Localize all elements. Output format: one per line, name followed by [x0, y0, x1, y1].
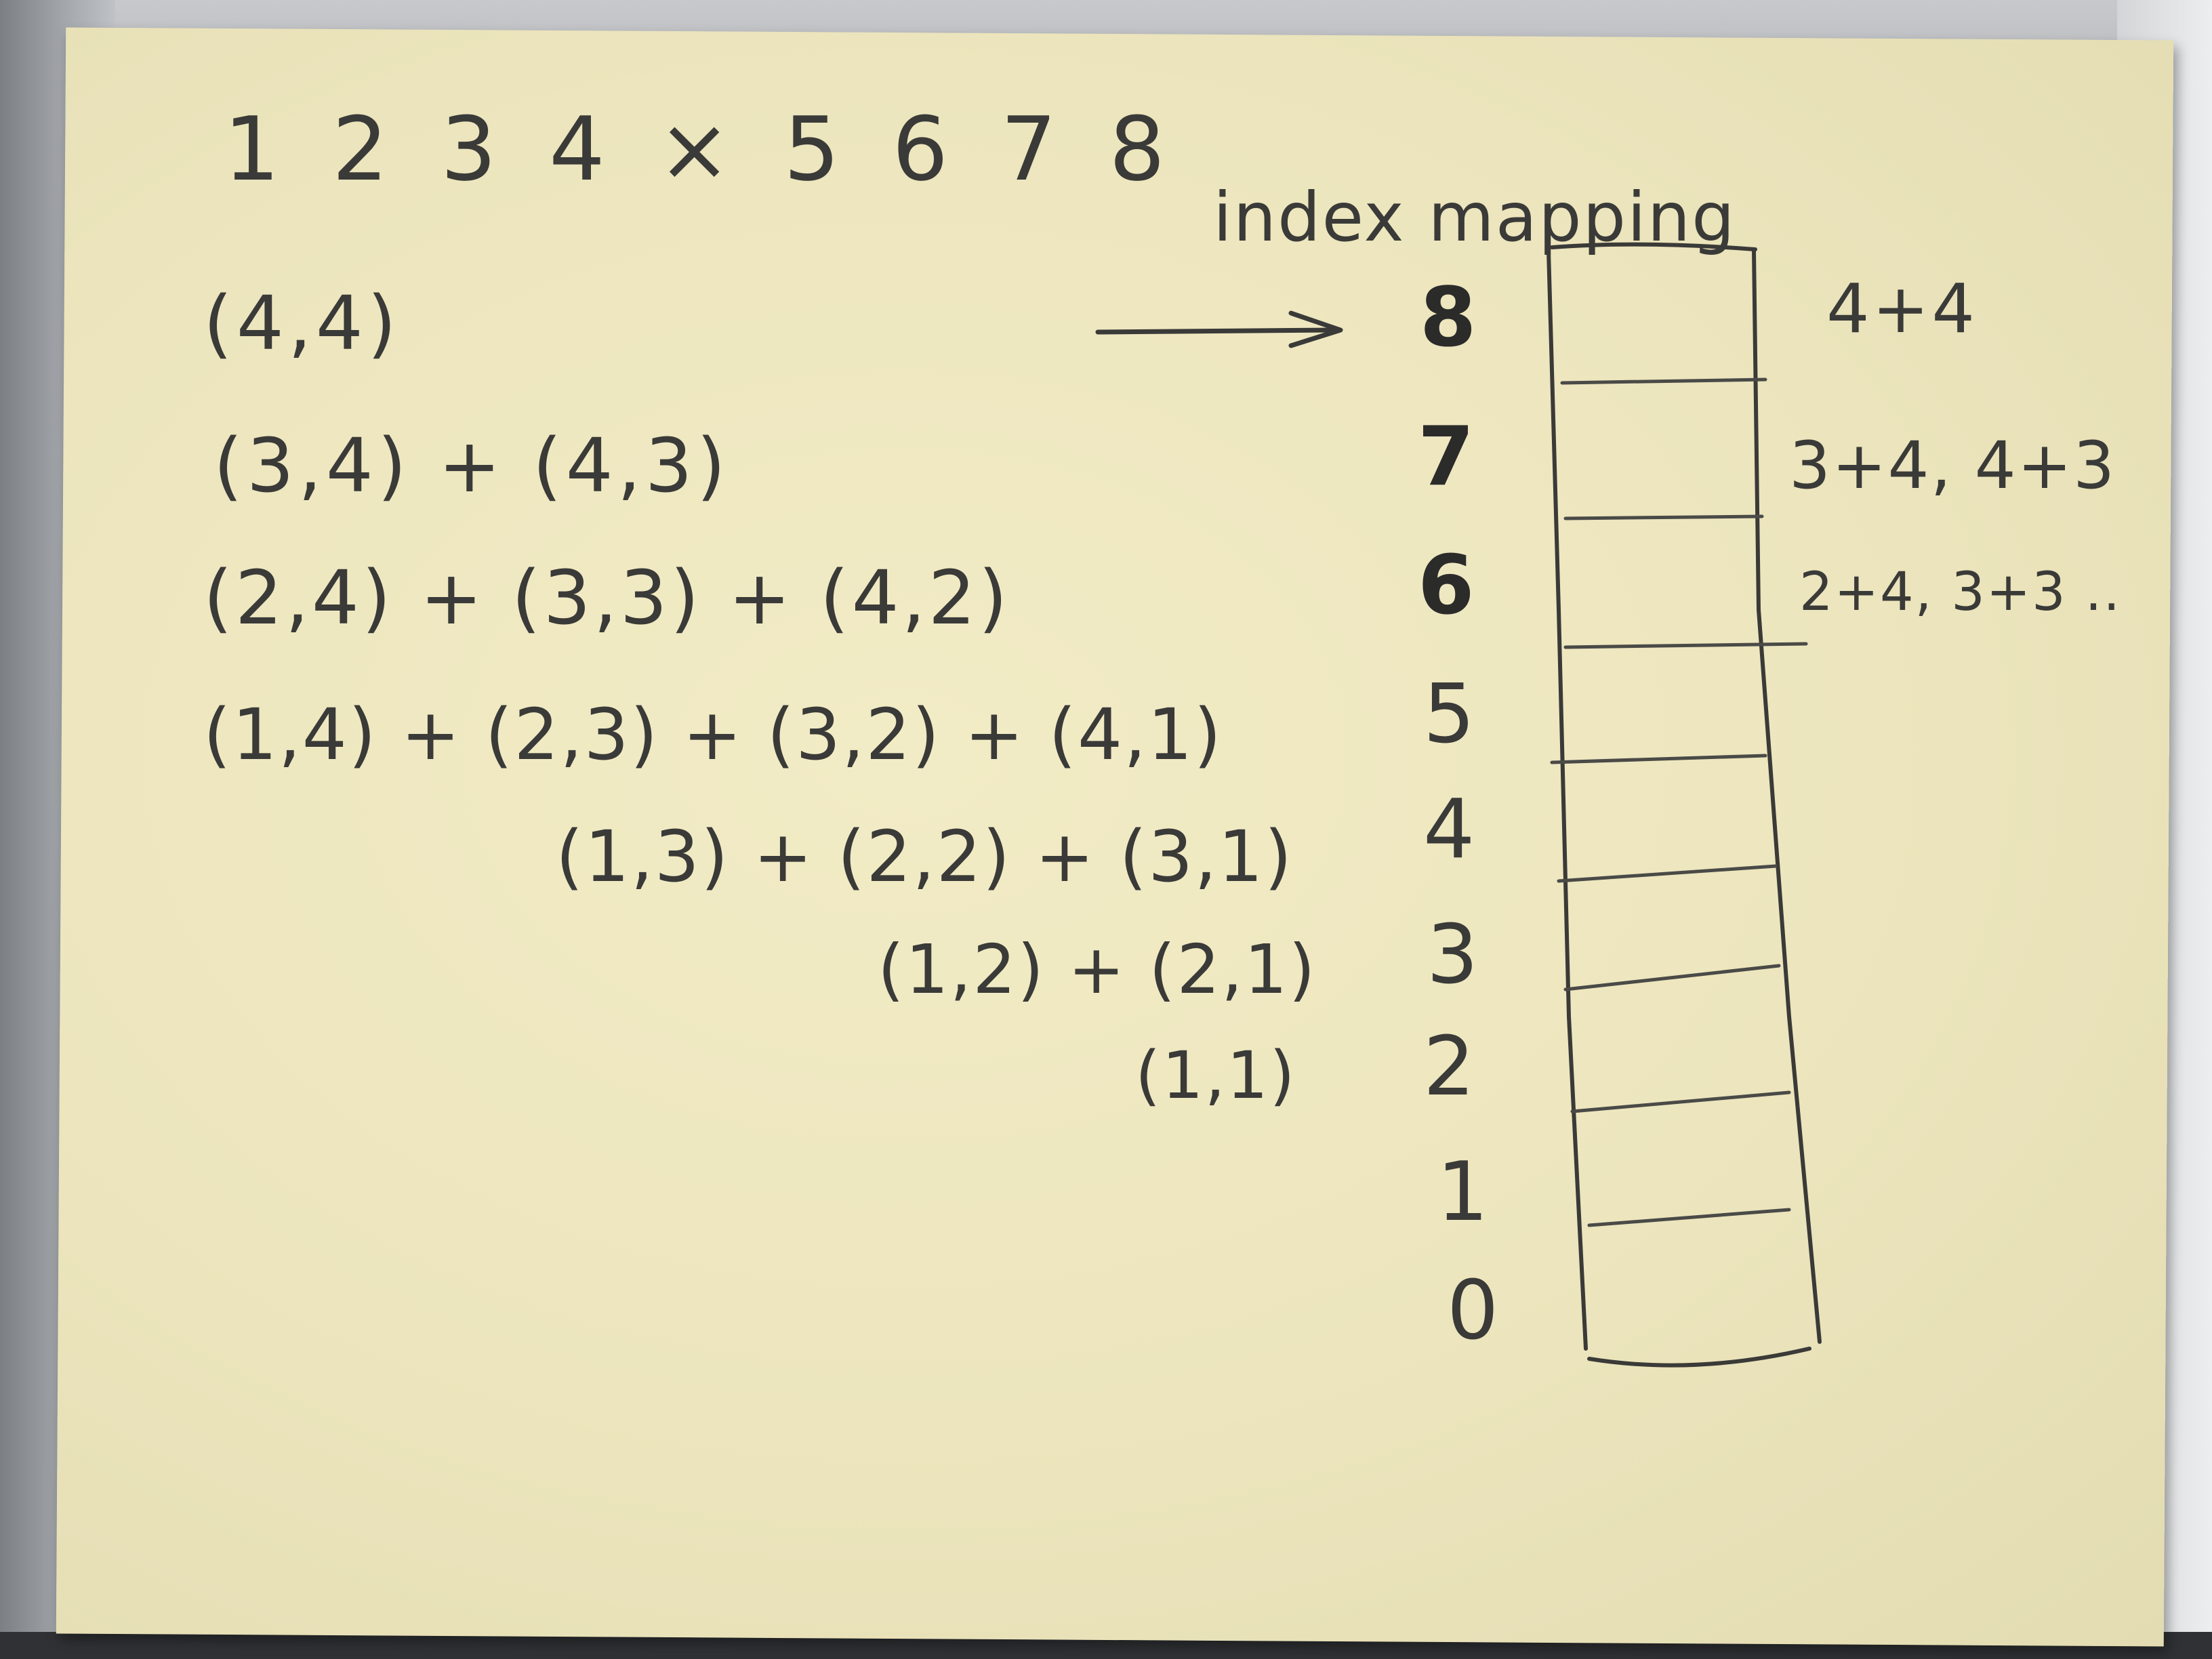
multiplication-title: 1 2 3 4 × 5 6 7 8 [224, 98, 1177, 201]
index-label-6: 6 [1418, 539, 1475, 633]
row-index-5-pairs: (1,4) + (2,3) + (3,2) + (4,1) [203, 693, 1223, 776]
sum-annotation-index-8: 4+4 [1826, 269, 1978, 348]
sum-annotation-index-7: 3+4, 4+3 [1789, 428, 2116, 504]
row-index-4-pairs: (1,3) + (2,2) + (3,1) [556, 815, 1293, 898]
index-label-1: 1 [1437, 1145, 1488, 1240]
index-label-8: 8 [1420, 271, 1477, 365]
row-index-6-pairs: (2,4) + (3,3) + (4,2) [203, 554, 1010, 641]
index-label-0: 0 [1447, 1264, 1498, 1358]
row-index-8-pairs: (4,4) [203, 280, 401, 367]
index-array-column [1547, 242, 1822, 1368]
index-label-2: 2 [1423, 1020, 1475, 1114]
arrow-right-icon [1095, 310, 1343, 348]
index-label-4: 4 [1423, 783, 1475, 877]
row-index-3-pairs: (1,2) + (2,1) [878, 930, 1316, 1009]
index-array-dividers [1550, 377, 1808, 1227]
sum-annotation-index-6: 2+4, 3+3 .. [1799, 562, 2121, 623]
index-label-5: 5 [1423, 668, 1475, 762]
row-index-2-pairs: (1,1) [1135, 1038, 1296, 1113]
index-label-7: 7 [1418, 410, 1475, 504]
row-index-7-pairs: (3,4) + (4,3) [213, 422, 730, 509]
index-label-3: 3 [1427, 908, 1478, 1002]
